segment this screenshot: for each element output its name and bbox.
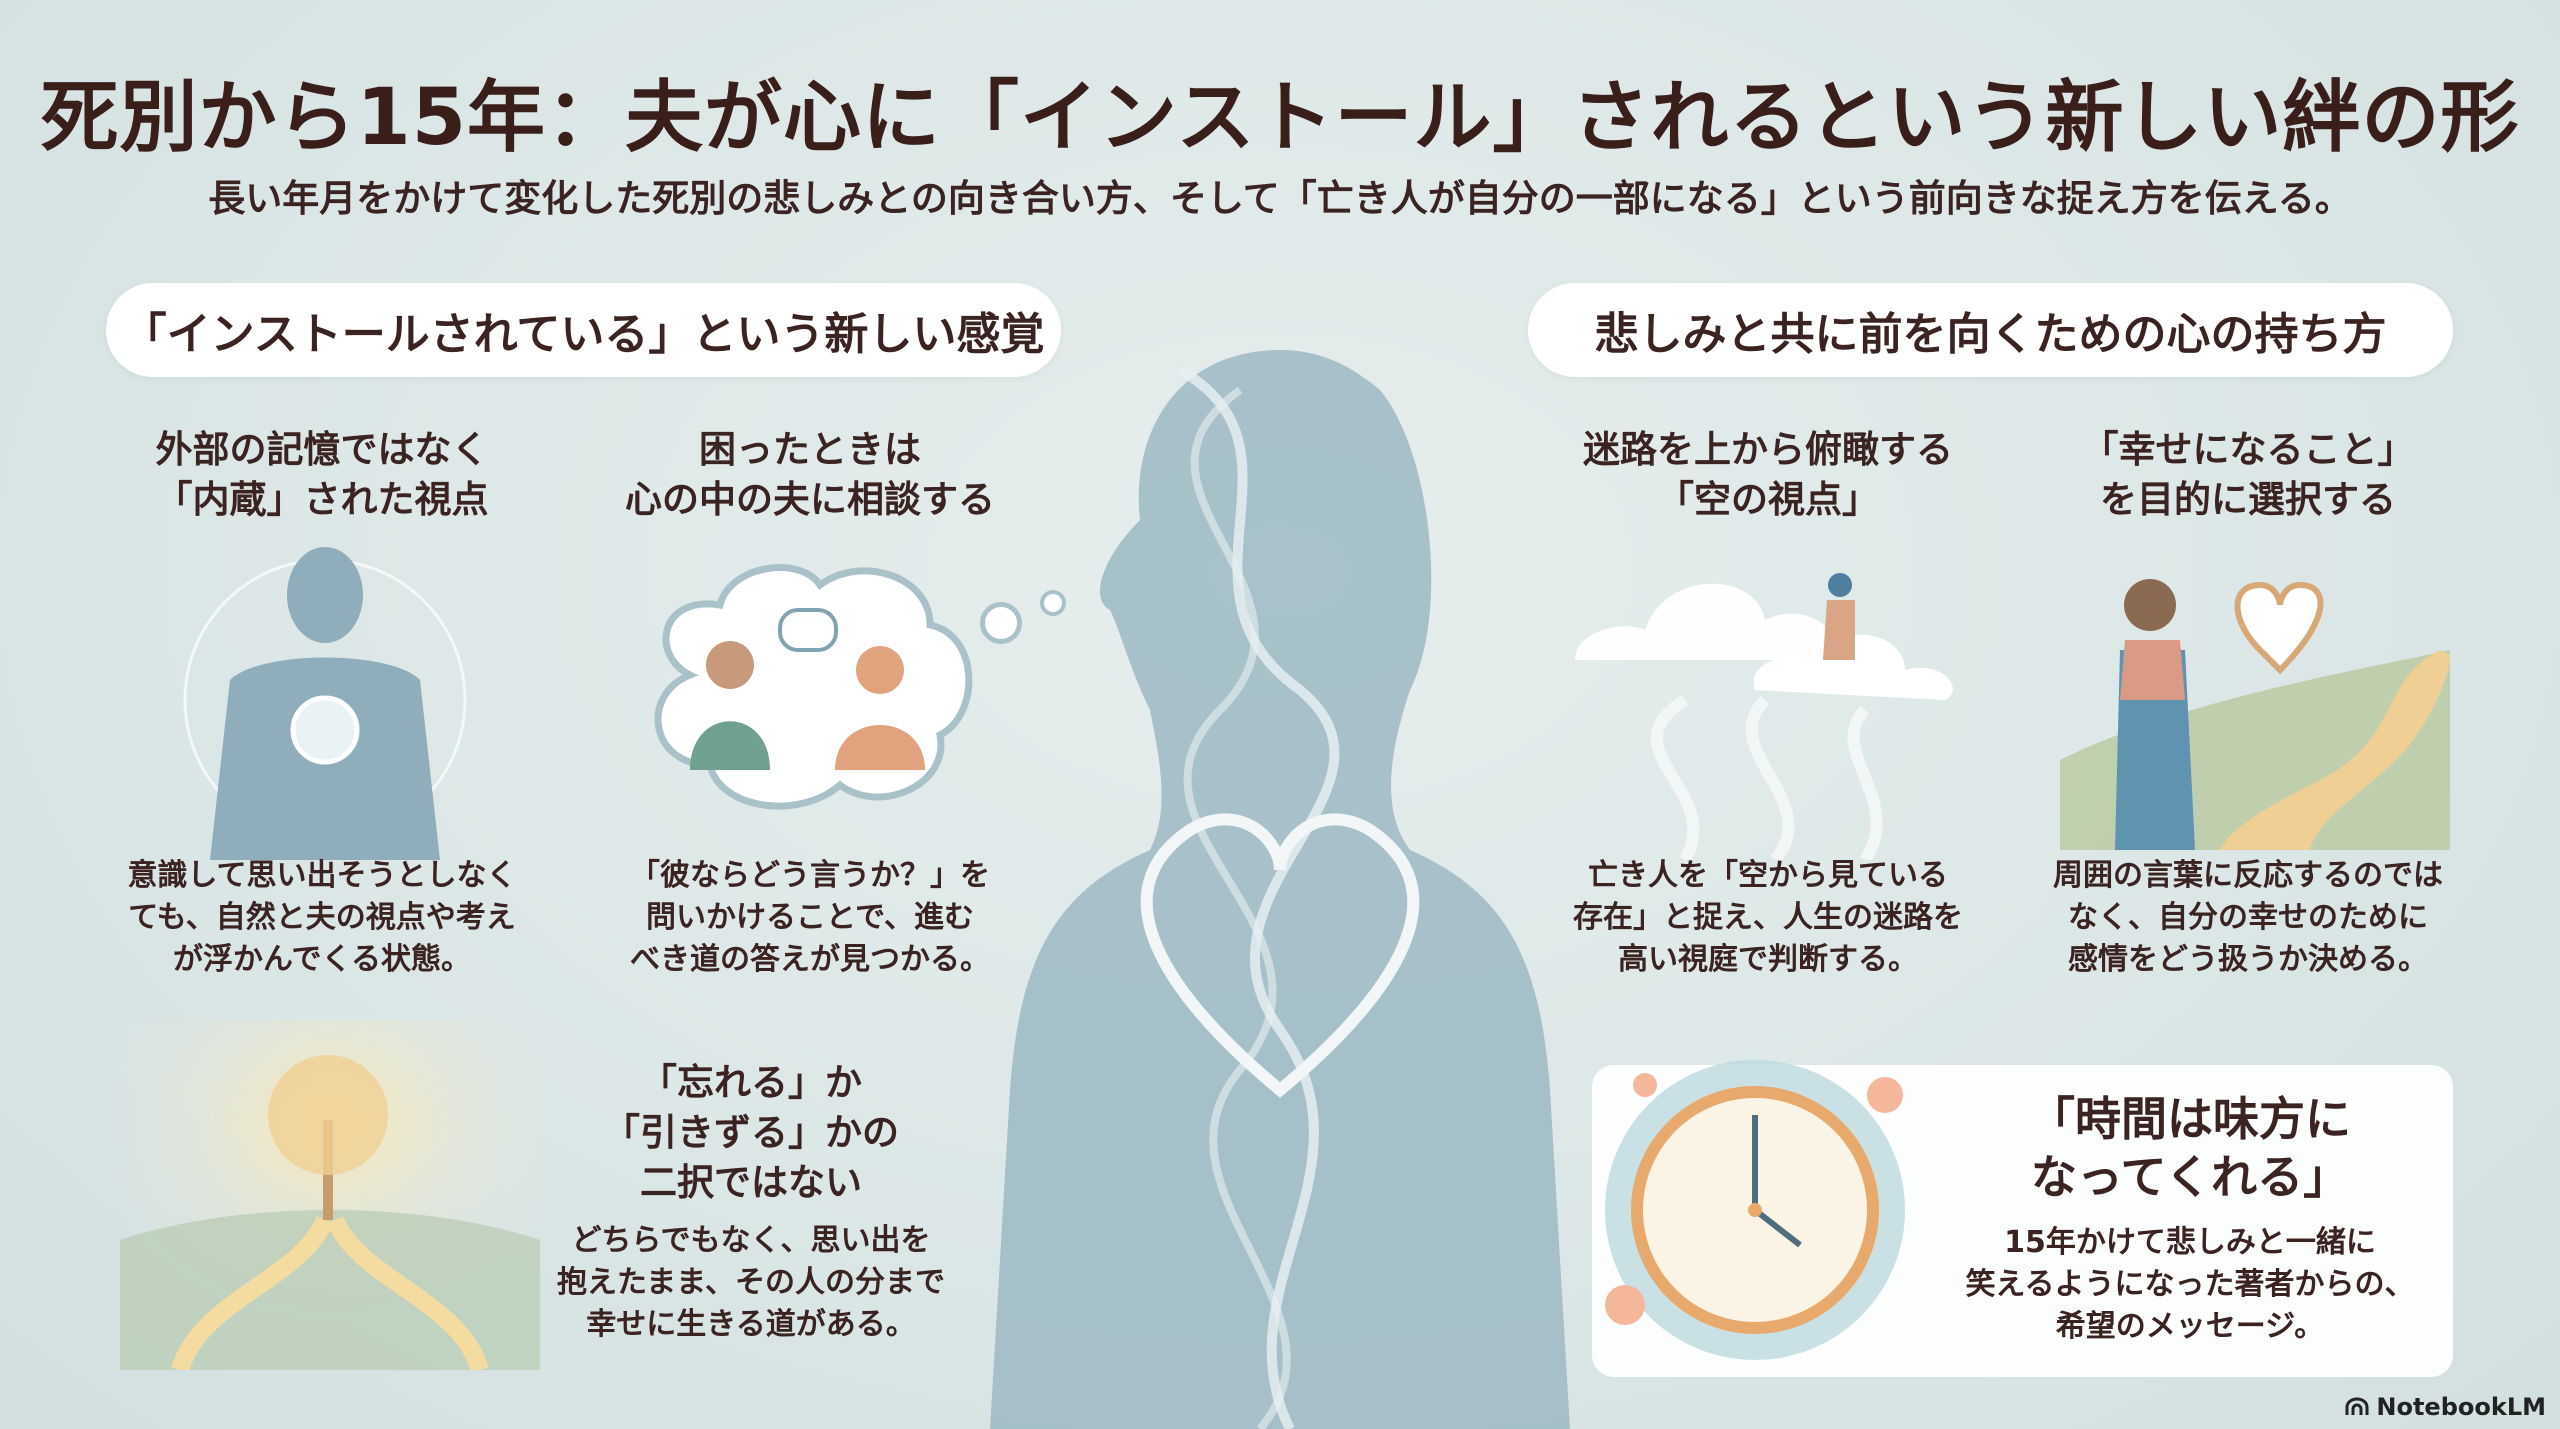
item-heading: 外部の記憶ではなく 「内蔵」された視点: [155, 428, 489, 521]
speech-bubble-icon: [778, 608, 838, 652]
item-body: 「彼ならどう言うか？」を 問いかけることで、進む べき道の答えが見つかる。: [630, 858, 990, 977]
item-heading: 困ったときは 心の中の夫に相談する: [625, 428, 995, 521]
conversation-thought-cloud-illustration: [654, 564, 973, 810]
item-heading: 迷路を上から俯瞰する 「空の視点」: [1583, 428, 1953, 521]
card-body: 15年かけて悲しみと一緒に 笑えるようになった著者からの、 希望のメッセージ。: [1965, 1225, 2415, 1344]
item-body: どちらでもなく、思い出を 抱えたまま、その人の分まで 幸せに生きる道がある。: [557, 1223, 945, 1342]
woman-compass-path-illustration: [2060, 579, 2450, 850]
page-title: 死別から15年：夫が心に「インストール」されるという新しい絆の形: [40, 73, 2520, 163]
item-heading: 「幸せになること」 を目的に選択する: [2081, 428, 2415, 521]
central-silhouette-illustration: [990, 350, 1570, 1429]
page-subtitle: 長い年月をかけて変化した死別の悲しみとの向き合い方、そして「亡き人が自分の一部に…: [208, 177, 2352, 220]
clock-icon: [1605, 1060, 1905, 1360]
clouds-maze-illustration: [1575, 573, 1953, 860]
item-body: 意識して思い出そうとしなく ても、自然と夫の視点や考え が浮かんでくる状態。: [127, 858, 517, 977]
section-header-right: 悲しみと共に前を向くための心の持ち方: [1528, 283, 2453, 377]
item-body: 亡き人を「空から見ている 存在」と捉え、人生の迷路を 高い視庭で判断する。: [1573, 858, 1963, 977]
section-header-left: 「インストールされている」という新しい感覚: [106, 283, 1061, 377]
thought-bubble-dot: [980, 602, 1022, 644]
notebooklm-watermark: NotebookLM: [2344, 1393, 2546, 1421]
heart-compass-icon: [2234, 581, 2324, 675]
item-heading: 「忘れる」か 「引きずる」かの 二択ではない: [603, 1061, 899, 1204]
heart-icon: [1140, 813, 1420, 1098]
thought-bubble-dot: [1040, 590, 1066, 616]
notebooklm-logo-icon: [2345, 1397, 2369, 1415]
tree-paths-illustration: [120, 1020, 540, 1370]
inner-person-illustration: [183, 547, 467, 860]
item-body: 周囲の言葉に反応するのでは なく、自分の幸せのために 感情をどう扱うか決める。: [2053, 858, 2443, 977]
card-heading: 「時間は味方に なってくれる」: [2029, 1092, 2351, 1204]
